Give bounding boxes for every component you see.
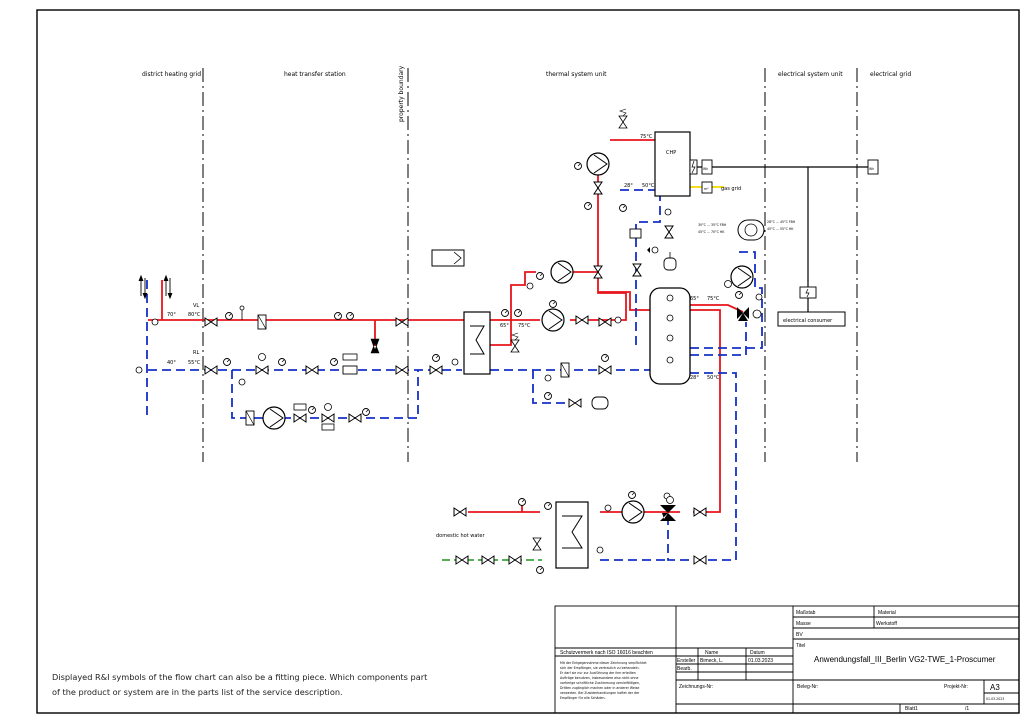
tb-bv: BV (796, 632, 803, 638)
tb-datum-header: Datum (750, 650, 765, 656)
circuit-temp-3: 28°C ... 45°C FBH (767, 220, 796, 224)
hx-in-temp: 65° (500, 323, 509, 329)
electrical-consumer (777, 286, 846, 327)
safety-valve-icon (510, 332, 520, 353)
footnote-line-1: Displayed R&I symbols of the flow chart … (52, 672, 428, 682)
flow-temp-sensor-icon (151, 318, 159, 326)
tb-massstab: Maßstab (796, 610, 816, 616)
transfer-station (204, 305, 409, 431)
svg-text:verwerten. Bei Zuwiderhandlung: verwerten. Bei Zuwiderhandlungen haftet … (560, 691, 640, 695)
svg-text:Mit der Entgegennahme dieser Z: Mit der Entgegennahme dieser Zeichnung v… (560, 661, 647, 665)
vl-temp-left: 70° (167, 312, 176, 318)
chp-ret-temp-b: 50°C (642, 183, 655, 189)
district-grid-arrows (138, 274, 173, 300)
svg-text:Er darf sie nur zur Ausführung: Er darf sie nur zur Ausführung der ihm e… (560, 671, 636, 675)
svg-text:Aufträge benutzen, insbesonder: Aufträge benutzen, insbesondere also nic… (560, 676, 639, 680)
main-heat-exchanger (463, 311, 491, 375)
tb-drawing-title: Anwendungsfall_III_Berlin VG2-TWE_1-Pros… (814, 655, 996, 664)
svg-text:sich der Empfänger, sie vertra: sich der Empfänger, sie vertraulich zu b… (560, 666, 640, 670)
gas-grid-label: gas grid (721, 186, 741, 192)
hx-flow-gauge2-icon (514, 309, 522, 317)
title-block (554, 605, 1020, 714)
zone-electrical-system-unit: electrical system unit (778, 71, 843, 78)
svg-text:Empfänger für alle Schäden.: Empfänger für alle Schäden. (560, 696, 605, 700)
tb-titel: Titel (796, 643, 805, 649)
tb-ersteller: Ersteller (677, 658, 696, 664)
tb-zeichnungs-nr: Zeichnungs-Nr: (679, 684, 713, 690)
svg-text:vorherige schriftliche Zustimm: vorherige schriftliche Zustimmung vervie… (560, 681, 640, 685)
rl-temp: 55°C (188, 360, 201, 366)
vl-label: VL (193, 303, 199, 309)
return-branch-components (544, 354, 612, 410)
thermal-unit-components (526, 108, 765, 332)
zone-dividers (202, 68, 858, 462)
hx-flow-gauge-icon (501, 309, 509, 317)
tank-bot-temp-b: 50°C (707, 375, 720, 381)
zone-heat-transfer-station: heat transfer station (284, 71, 346, 78)
electric-lines (690, 166, 870, 312)
chp-flow-temp: 75°C (640, 134, 653, 140)
tank-top-temp-a: 65° (690, 296, 699, 302)
circuit-temp-4: 45°C ... 55°C HK (767, 227, 794, 231)
drawing-frame (36, 9, 1020, 714)
wh-meter-chp: Wh (703, 167, 708, 171)
tb-legal-text: Mit der Entgegennahme dieser Zeichnung v… (560, 661, 647, 700)
zone-thermal-system-unit: thermal system unit (546, 71, 607, 78)
tank-bot-temp-a: 28° (690, 375, 699, 381)
zone-property-boundary: property boundary (398, 65, 405, 122)
footnote: Displayed R&I symbols of the flow chart … (52, 670, 552, 700)
hx-out-temp: 75°C (518, 323, 531, 329)
tb-ersteller-name: Bimeck, L. (700, 658, 723, 664)
rl-temp-left: 40° (167, 360, 176, 366)
rl-label: RL (193, 350, 199, 356)
tb-material: Material (878, 610, 896, 616)
tb-beleg-nr: Beleg-Nr: (797, 684, 818, 690)
hx-sensor-icon (451, 358, 459, 366)
chp-label: CHP (666, 150, 676, 156)
hx-return-valve-icon (429, 365, 443, 375)
circuit-temp-1: 30°C ... 35°C FBH (698, 223, 727, 227)
tb-masse: Masse (796, 621, 811, 627)
tb-schutzvermerk: Schutzvermerk nach ISO 16016 beachten (560, 650, 653, 656)
tb-name-header: Name (705, 650, 719, 656)
wh-meter-grid: Wh (869, 167, 874, 171)
zone-district-heating-grid: district heating grid (142, 71, 201, 78)
svg-text:Dritten zugänglich machen oder: Dritten zugänglich machen oder in andere… (560, 686, 639, 690)
return-temp-sensor-icon (135, 366, 143, 374)
tank-top-temp-b: 75°C (707, 296, 720, 302)
chp-unit (654, 131, 879, 197)
tb-projekt-nr: Projekt-Nr: (944, 684, 968, 690)
electrical-consumer-label: electrical consumer (783, 318, 833, 324)
flow-direction-box (431, 249, 465, 267)
tb-ersteller-datum: 01.03.2023 (748, 658, 773, 664)
dhw-label: domestic hot water (436, 533, 485, 539)
circuit-temp-2: 45°C ... 70°C HK (698, 230, 725, 234)
tb-bearb: Bearb. (677, 666, 692, 672)
tb-werkstoff: Werkstoff (876, 621, 898, 627)
footnote-line-2: of the product or system are in the part… (52, 687, 343, 697)
vl-temp: 80°C (188, 312, 201, 318)
hx-gauge-icon (432, 354, 440, 362)
gas-meter: m³ (704, 187, 709, 191)
tb-format-date: 01.03.2023 (986, 697, 1004, 701)
tb-blatt-of: /1 (965, 706, 969, 712)
tb-blatt: Blatt1 (905, 706, 918, 712)
zone-titles: district heating grid heat transfer stat… (142, 65, 911, 122)
storage-tank (649, 287, 691, 385)
tb-format: A3 (990, 683, 1000, 692)
zone-electrical-grid: electrical grid (870, 71, 911, 78)
dhw-circuit (453, 491, 707, 574)
chp-ret-temp-a: 28° (624, 183, 633, 189)
